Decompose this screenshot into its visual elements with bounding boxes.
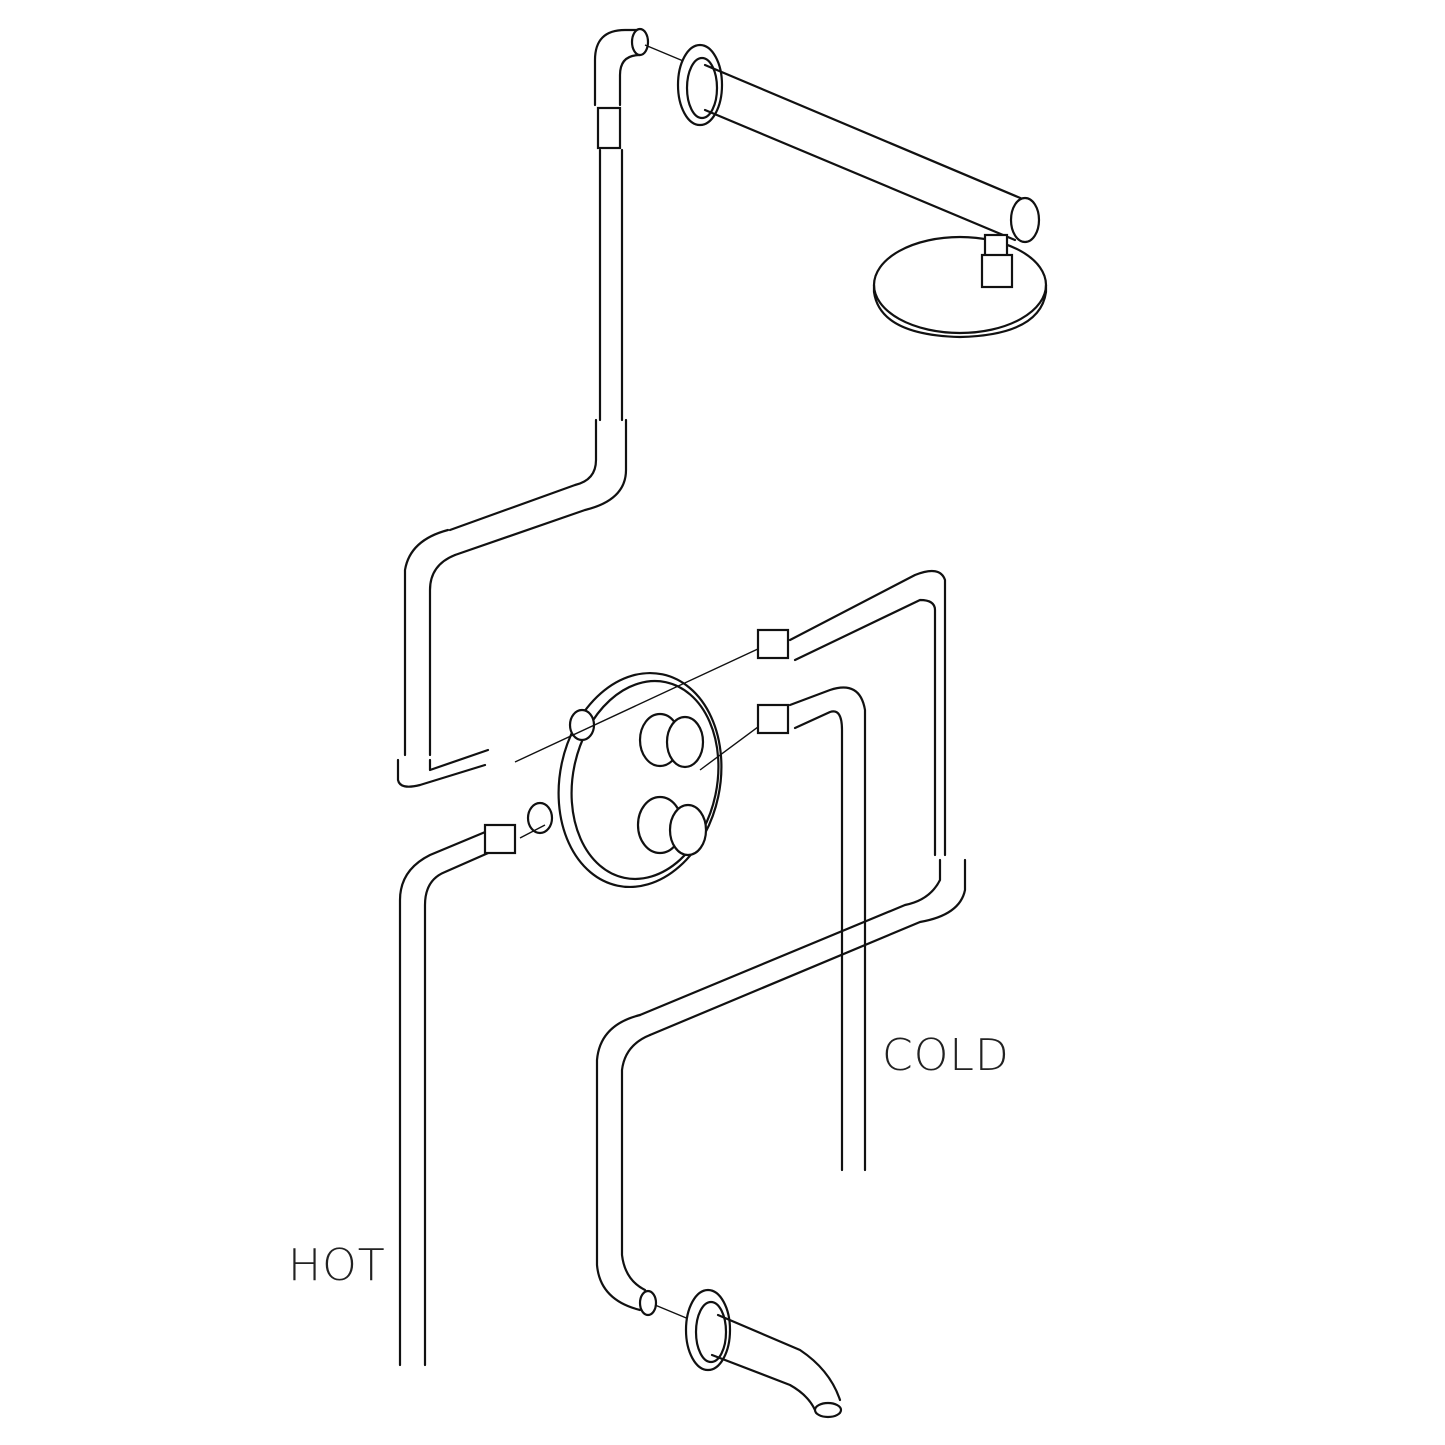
thermostatic-valve xyxy=(526,671,723,889)
top-elbow xyxy=(593,27,650,107)
shower-head xyxy=(872,233,1048,339)
riser-pipe xyxy=(396,106,628,788)
spout-pipe xyxy=(595,1013,843,1419)
hot-pipe xyxy=(398,823,517,1367)
shower-arm xyxy=(676,43,1041,244)
cold-loop xyxy=(638,569,967,1172)
cold-label: COLD xyxy=(882,1030,1010,1081)
hot-label: HOT xyxy=(288,1240,386,1291)
